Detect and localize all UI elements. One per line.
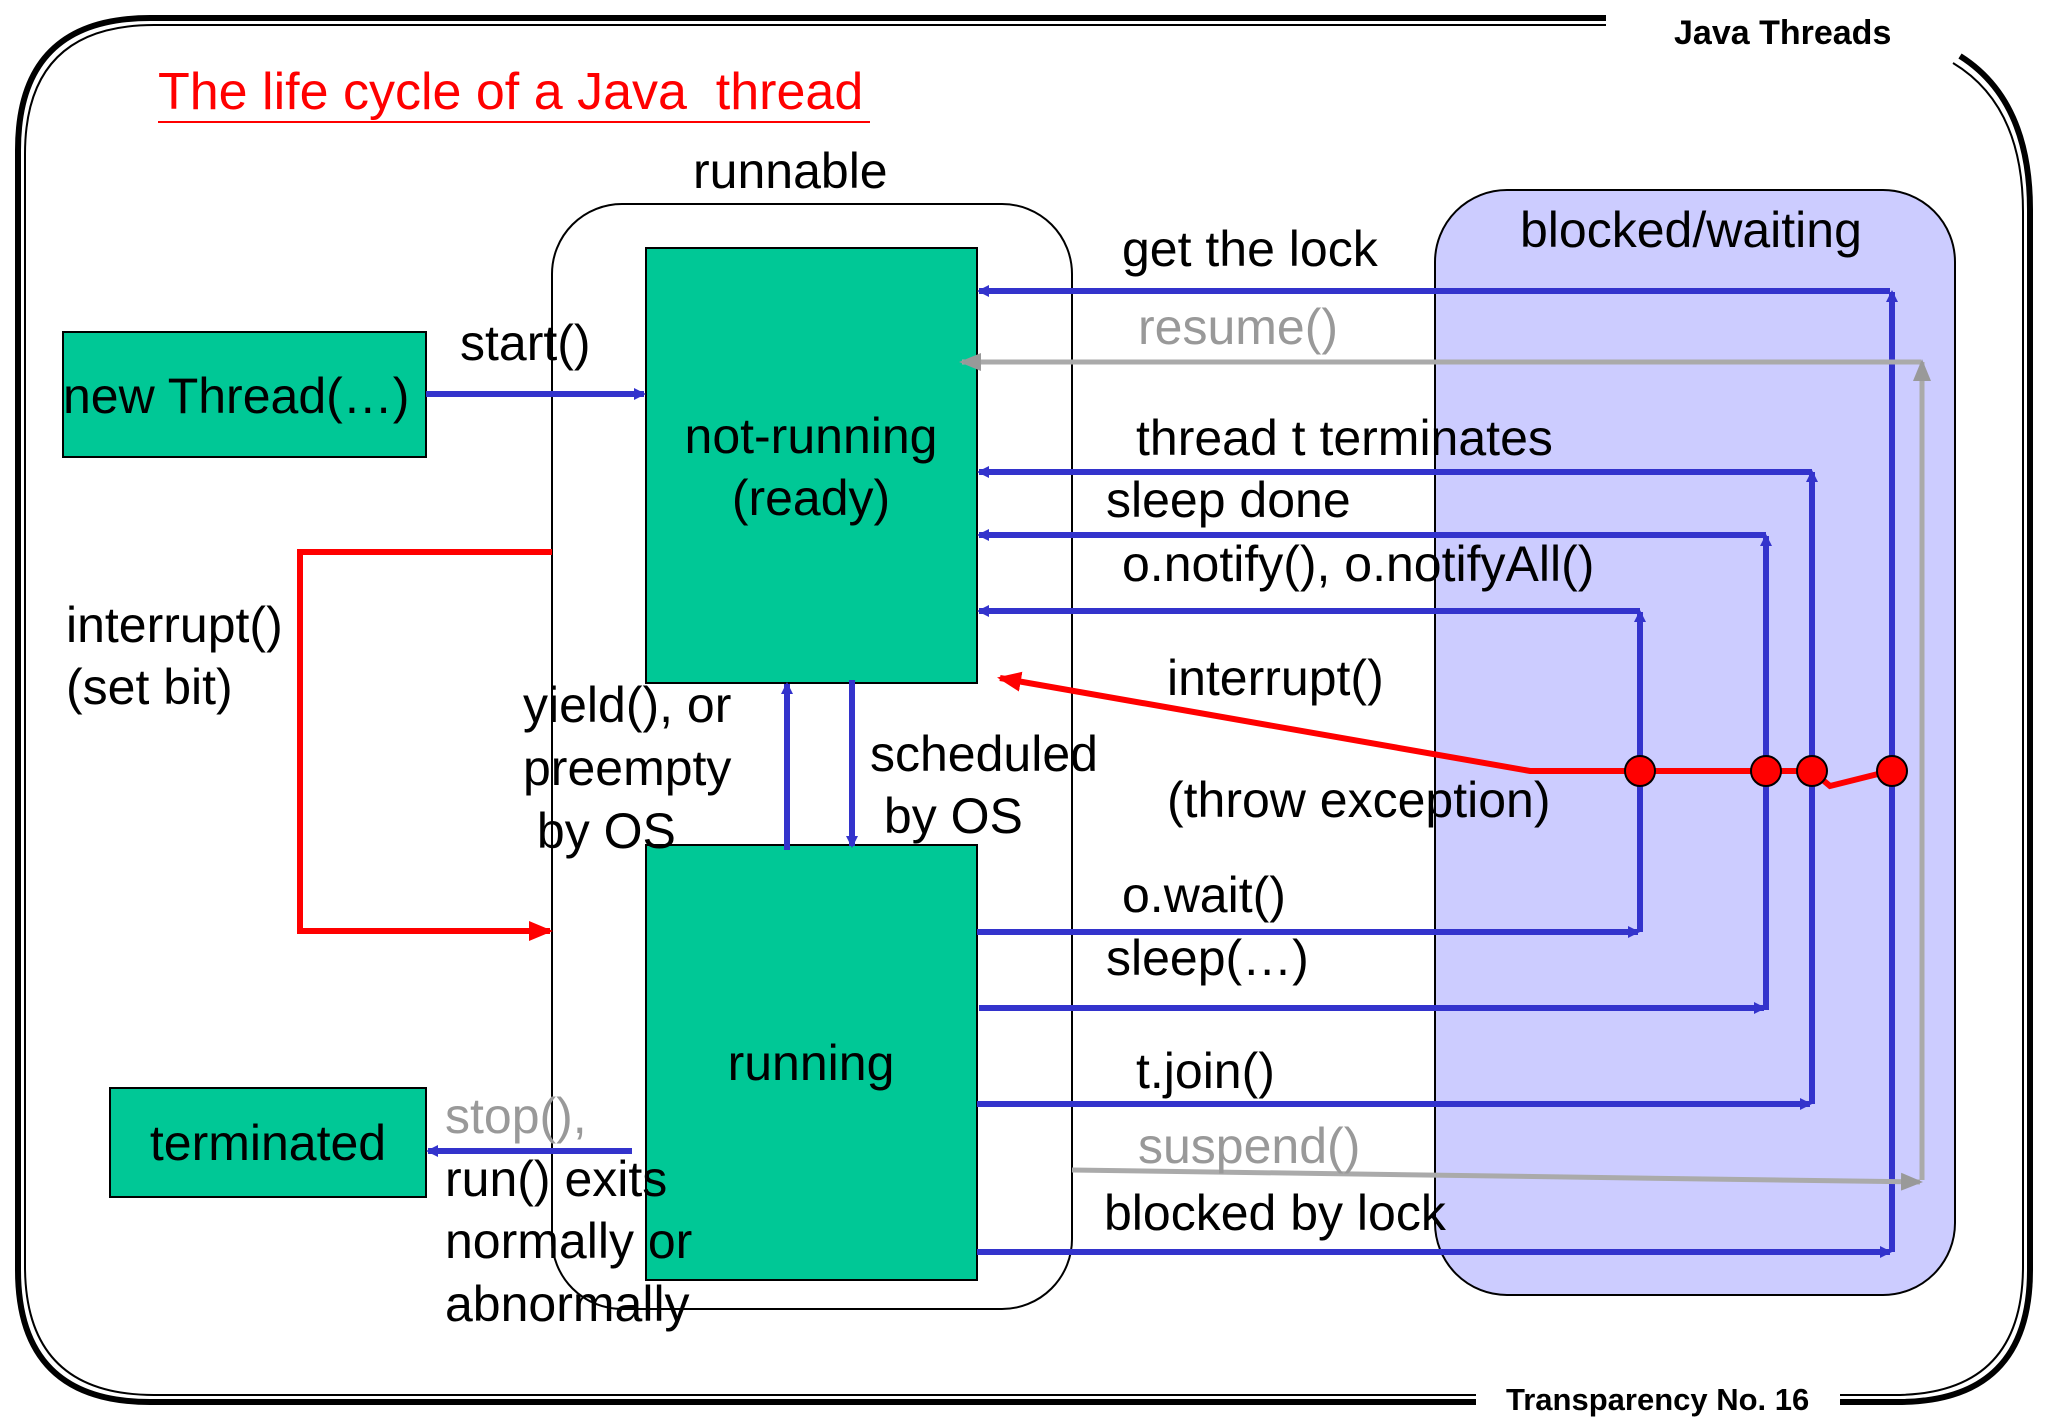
slide-title: The life cycle of a Java thread bbox=[158, 63, 863, 121]
section-header: Java Threads bbox=[1674, 14, 1891, 52]
gray-transition-arrows bbox=[959, 353, 1931, 1191]
slide-frame bbox=[15, 15, 2033, 1405]
junction-join bbox=[1796, 755, 1828, 787]
wait-label: o.wait() bbox=[1122, 867, 1286, 923]
scheduled-label-1: scheduled bbox=[870, 726, 1098, 782]
get-lock-label: get the lock bbox=[1122, 221, 1379, 277]
running-state bbox=[645, 844, 978, 1281]
exit-label-1: run() exits bbox=[445, 1151, 667, 1207]
join-label: t.join() bbox=[1136, 1043, 1275, 1099]
thread-terminates-label: thread t terminates bbox=[1136, 410, 1553, 466]
new-thread-state bbox=[62, 331, 427, 458]
exit-label-2: normally or bbox=[445, 1213, 692, 1269]
junction-wait bbox=[1624, 755, 1656, 787]
runnable-region bbox=[551, 203, 1073, 1310]
ready-label: (ready) bbox=[732, 470, 890, 526]
yield-label-3: by OS bbox=[523, 803, 676, 859]
new-thread-label: new Thread(…) bbox=[63, 368, 409, 424]
runnable-label: runnable bbox=[693, 143, 888, 199]
yield-label-1: yield(), or bbox=[523, 677, 731, 733]
blocked-waiting-label: blocked/waiting bbox=[1520, 202, 1862, 258]
not-running-state bbox=[645, 247, 978, 684]
blocked-waiting-region bbox=[1434, 189, 1956, 1296]
scheduled-label-2: by OS bbox=[870, 788, 1023, 844]
throw-exception-label: (throw exception) bbox=[1167, 772, 1551, 828]
yield-label-2: preempty bbox=[523, 740, 731, 796]
interrupt-set-bit-arrow bbox=[297, 549, 553, 941]
resume-label: resume() bbox=[1138, 299, 1338, 355]
interrupt-set-bit-label-1: interrupt() bbox=[66, 597, 283, 653]
blocked-by-lock-label: blocked by lock bbox=[1104, 1185, 1447, 1241]
notify-label: o.notify(), o.notifyAll() bbox=[1122, 536, 1594, 592]
suspend-arrow bbox=[1071, 1167, 1923, 1191]
sleep-label: sleep(…) bbox=[1106, 930, 1309, 986]
slide-footer: Transparency No. 16 bbox=[1506, 1382, 1809, 1417]
stop-label: stop(), bbox=[445, 1088, 587, 1144]
junction-lock bbox=[1876, 755, 1908, 787]
junction-sleep bbox=[1750, 755, 1782, 787]
not-running-label: not-running bbox=[685, 408, 938, 464]
exit-label-3: abnormally bbox=[445, 1276, 690, 1332]
interrupt-junctions bbox=[1624, 755, 1908, 787]
start-label: start() bbox=[460, 315, 591, 371]
sleep-done-label: sleep done bbox=[1106, 472, 1351, 528]
interrupt-label: interrupt() bbox=[1167, 650, 1384, 706]
suspend-label: suspend() bbox=[1138, 1118, 1360, 1174]
terminated-label: terminated bbox=[150, 1115, 386, 1171]
running-label: running bbox=[728, 1035, 895, 1091]
interrupt-set-bit-label-2: (set bit) bbox=[66, 659, 233, 715]
transition-labels: start() interrupt() (set bit) yield(), o… bbox=[66, 221, 1594, 1332]
terminated-state bbox=[109, 1087, 427, 1198]
